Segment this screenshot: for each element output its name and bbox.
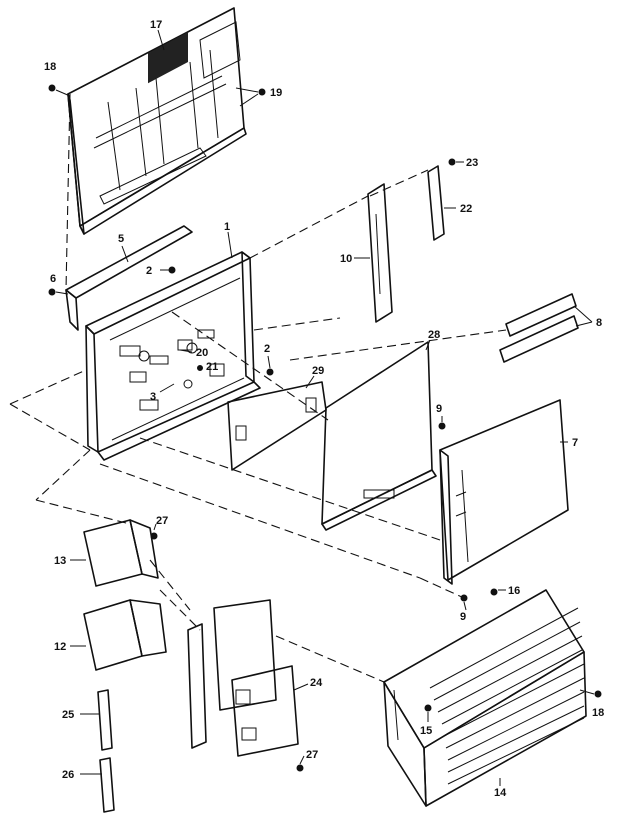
main-chassis-frame: 1 xyxy=(85,221,261,461)
svg-text:6: 6 xyxy=(50,273,56,285)
svg-text:23: 23 xyxy=(466,157,478,169)
svg-text:5: 5 xyxy=(118,233,124,245)
svg-text:10: 10 xyxy=(340,253,352,265)
svg-text:22: 22 xyxy=(460,203,472,215)
svg-text:9: 9 xyxy=(460,611,466,623)
part-3-label: 3 xyxy=(150,383,175,403)
screw-6: 6 xyxy=(48,273,69,296)
bracket-13: 13 xyxy=(54,519,159,587)
side-plate-22: 22 xyxy=(427,165,472,241)
screw-23: 23 xyxy=(448,157,478,169)
svg-text:8: 8 xyxy=(596,317,602,329)
svg-text:14: 14 xyxy=(494,787,507,799)
svg-text:2: 2 xyxy=(146,265,152,277)
svg-text:13: 13 xyxy=(54,555,66,567)
svg-text:21: 21 xyxy=(206,361,218,373)
svg-text:18: 18 xyxy=(592,707,604,719)
svg-text:15: 15 xyxy=(420,725,432,737)
housing-24: 24 xyxy=(187,599,323,757)
svg-text:25: 25 xyxy=(62,709,74,721)
screw-9-bottom: 9 xyxy=(460,594,468,623)
assembly-lines xyxy=(9,93,507,683)
screw-2-mid: 2 xyxy=(264,343,274,376)
svg-text:1: 1 xyxy=(224,221,230,233)
bracket-12: 12 xyxy=(54,599,167,671)
part-21-label: 21 xyxy=(197,361,218,373)
side-panel-28: 28 xyxy=(321,329,440,531)
strip-25: 25 xyxy=(62,689,113,751)
screw-27-top: 27 xyxy=(150,515,168,540)
svg-text:17: 17 xyxy=(150,19,162,31)
rails-8: 8 xyxy=(499,293,602,363)
svg-text:9: 9 xyxy=(436,403,442,415)
screw-19: 19 xyxy=(235,87,282,107)
svg-text:19: 19 xyxy=(270,87,282,99)
front-grille-panel xyxy=(67,7,247,235)
svg-text:2: 2 xyxy=(264,343,270,355)
screw-27-bottom: 27 xyxy=(296,749,318,772)
screw-18-bottom: 18 xyxy=(579,689,604,719)
svg-text:27: 27 xyxy=(156,515,168,527)
svg-text:27: 27 xyxy=(306,749,318,761)
screw-15: 15 xyxy=(420,704,432,737)
svg-text:12: 12 xyxy=(54,641,66,653)
svg-text:26: 26 xyxy=(62,769,74,781)
svg-text:3: 3 xyxy=(150,391,156,403)
cabinet-14: 14 xyxy=(383,589,587,807)
svg-text:20: 20 xyxy=(196,347,208,359)
svg-text:24: 24 xyxy=(310,677,323,689)
screw-2-top: 2 xyxy=(146,265,176,277)
part-17-label: 17 xyxy=(150,19,165,51)
svg-text:28: 28 xyxy=(428,329,440,341)
top-cover-bracket: 5 xyxy=(65,225,193,331)
part-20-label: 20 xyxy=(179,347,208,359)
control-board: 29 xyxy=(227,365,327,471)
svg-text:16: 16 xyxy=(508,585,520,597)
svg-text:7: 7 xyxy=(572,437,578,449)
side-bracket-10: 10 xyxy=(340,183,393,323)
screw-9-top: 9 xyxy=(436,403,446,430)
screw-18-top: 18 xyxy=(44,61,71,97)
svg-text:29: 29 xyxy=(312,365,324,377)
base-panel-7: 7 xyxy=(439,399,578,585)
strip-26: 26 xyxy=(62,757,115,813)
svg-text:18: 18 xyxy=(44,61,56,73)
screw-16: 16 xyxy=(490,585,520,597)
